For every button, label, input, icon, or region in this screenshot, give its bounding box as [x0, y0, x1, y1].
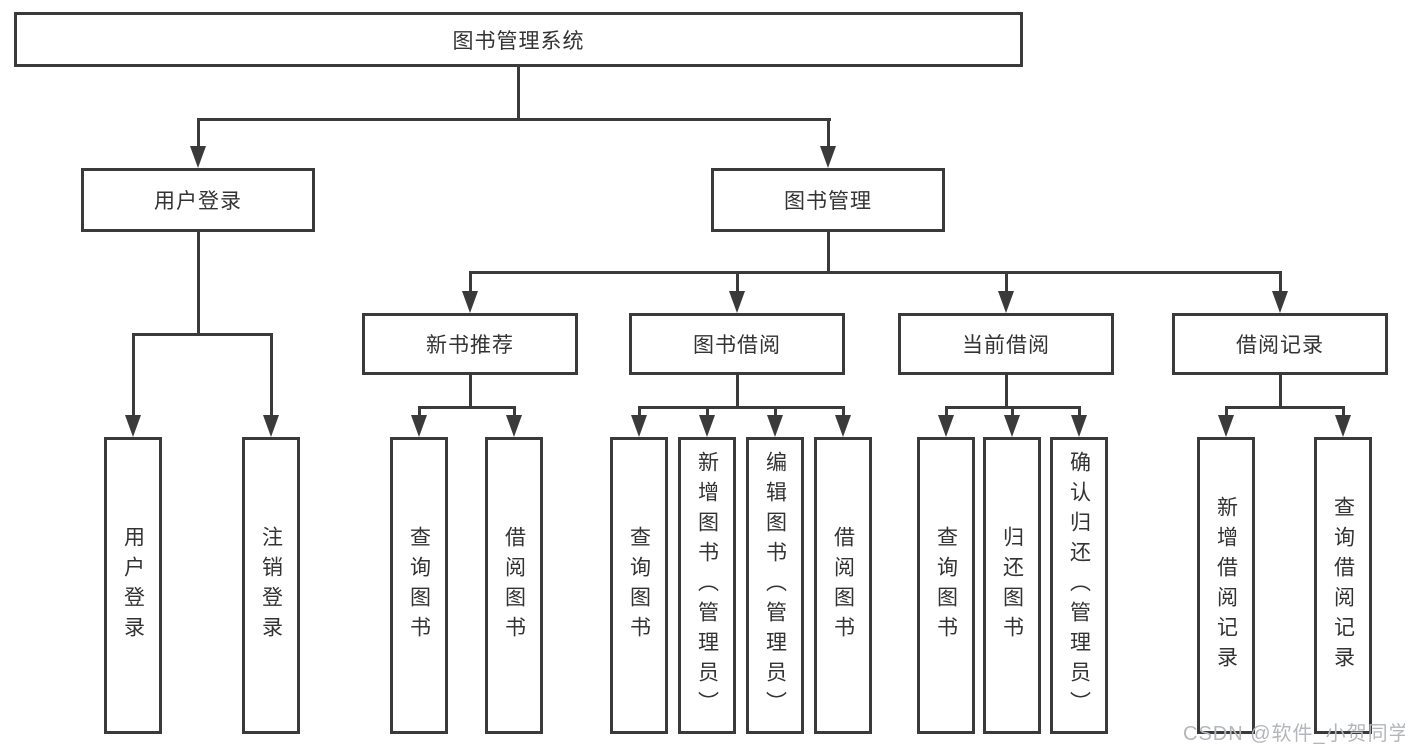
leaf-logout: 注销登录 — [242, 437, 300, 734]
connector-line — [469, 271, 1282, 274]
leaf-label: 编辑图书（管理员） — [763, 450, 787, 721]
leaf-add-borrow-record: 新增借阅记录 — [1197, 437, 1255, 734]
leaf-query-books-current: 查询图书 — [917, 437, 975, 734]
arrow-down-icon — [729, 291, 745, 313]
leaf-query-borrow-record: 查询借阅记录 — [1314, 437, 1372, 734]
node-borrow-records: 借阅记录 — [1172, 313, 1388, 375]
node-new-book-recommend: 新书推荐 — [362, 313, 578, 375]
watermark: CSDN @软件_小贺同学 — [1183, 723, 1405, 745]
connector-line — [638, 406, 845, 409]
connector-line — [1279, 375, 1282, 409]
leaf-label: 新增借阅记录 — [1214, 495, 1238, 676]
arrow-down-icon — [699, 415, 715, 437]
leaf-label: 借阅图书 — [831, 525, 855, 646]
connector-line — [827, 118, 830, 152]
connector-line — [945, 406, 948, 419]
arrow-down-icon — [998, 291, 1014, 313]
leaf-label: 借阅图书 — [502, 525, 526, 646]
connector-line — [638, 406, 641, 419]
arrow-down-icon — [938, 415, 954, 437]
node-book-management: 图书管理 — [711, 168, 945, 232]
leaf-label: 确认归还（管理员） — [1067, 450, 1091, 721]
arrow-down-icon — [1272, 291, 1288, 313]
connector-line — [842, 406, 845, 419]
leaf-label: 查询图书 — [407, 525, 431, 646]
leaf-confirm-return-admin: 确认归还（管理员） — [1050, 437, 1108, 734]
leaf-query-books-borrow: 查询图书 — [610, 437, 668, 734]
leaf-return-books: 归还图书 — [983, 437, 1041, 734]
arrow-down-icon — [767, 415, 783, 437]
arrow-down-icon — [1218, 415, 1234, 437]
connector-line — [270, 333, 273, 419]
connector-line — [197, 118, 831, 121]
connector-line — [1225, 406, 1345, 409]
leaf-label: 用户登录 — [121, 525, 145, 646]
leaf-add-books-admin: 新增图书（管理员） — [678, 437, 736, 734]
leaf-edit-books-admin: 编辑图书（管理员） — [746, 437, 804, 734]
leaf-label: 注销登录 — [259, 525, 283, 646]
arrow-down-icon — [190, 146, 206, 168]
leaf-label: 查询图书 — [934, 525, 958, 646]
node-book-borrow: 图书借阅 — [629, 313, 845, 375]
connector-line — [736, 271, 739, 295]
connector-line — [1225, 406, 1228, 419]
connector-line — [1078, 406, 1081, 419]
connector-line — [469, 375, 472, 409]
leaf-label: 新增图书（管理员） — [695, 450, 719, 721]
leaf-query-books-recommend: 查询图书 — [390, 437, 448, 734]
connector-line — [197, 118, 200, 152]
connector-line — [827, 232, 830, 274]
node-current-borrow: 当前借阅 — [898, 313, 1114, 375]
connector-line — [197, 232, 200, 336]
connector-line — [1005, 271, 1008, 295]
connector-line — [513, 406, 516, 419]
arrow-down-icon — [125, 415, 141, 437]
arrow-down-icon — [1335, 415, 1351, 437]
leaf-label: 查询借阅记录 — [1331, 495, 1355, 676]
connector-line — [132, 333, 135, 419]
connector-line — [1011, 406, 1014, 419]
arrow-down-icon — [631, 415, 647, 437]
arrow-down-icon — [462, 291, 478, 313]
leaf-label: 查询图书 — [627, 525, 651, 646]
connector-line — [517, 67, 520, 121]
arrow-down-icon — [820, 146, 836, 168]
leaf-borrow-books-recommend: 借阅图书 — [485, 437, 543, 734]
node-user-login: 用户登录 — [81, 168, 315, 232]
connector-line — [706, 406, 709, 419]
connector-line — [736, 375, 739, 409]
connector-line — [418, 406, 516, 409]
arrow-down-icon — [1004, 415, 1020, 437]
arrow-down-icon — [411, 415, 427, 437]
connector-line — [1005, 375, 1008, 409]
arrow-down-icon — [506, 415, 522, 437]
connector-line — [1279, 271, 1282, 295]
arrow-down-icon — [1071, 415, 1087, 437]
connector-line — [132, 333, 272, 336]
leaf-user-login: 用户登录 — [104, 437, 162, 734]
arrow-down-icon — [835, 415, 851, 437]
leaf-label: 归还图书 — [1000, 525, 1024, 646]
node-library-system: 图书管理系统 — [14, 12, 1023, 67]
connector-line — [774, 406, 777, 419]
arrow-down-icon — [263, 415, 279, 437]
connector-line — [1342, 406, 1345, 419]
leaf-borrow-books: 借阅图书 — [814, 437, 872, 734]
connector-line — [418, 406, 421, 419]
connector-line — [469, 271, 472, 295]
